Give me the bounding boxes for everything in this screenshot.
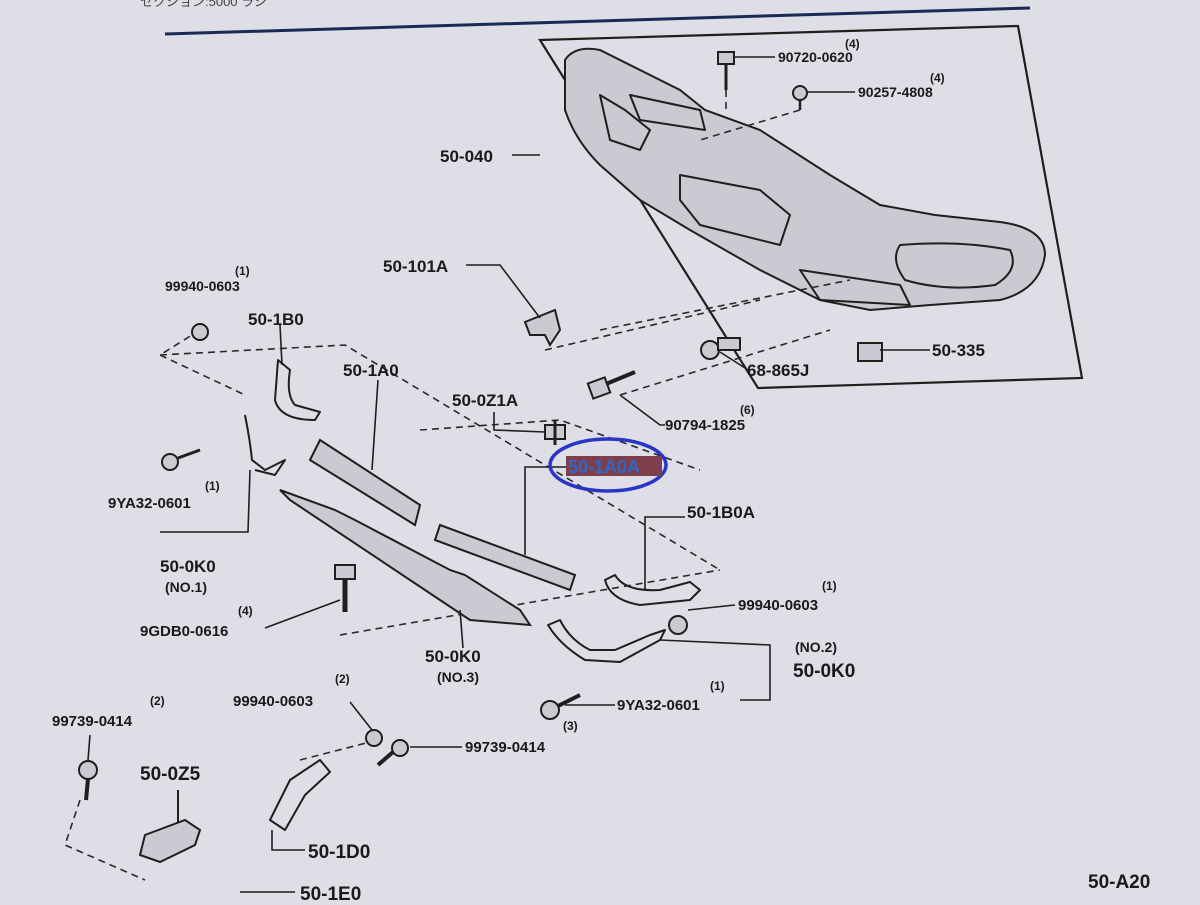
label-50-0z5: 50-0Z5 (140, 764, 201, 785)
qty-99940-bottom: (2) (335, 672, 350, 686)
sub-no3: (NO.3) (437, 669, 479, 685)
label-50-1e0: 50-1E0 (300, 884, 361, 900)
label-50-0k0-no2: 50-0K0 (793, 661, 855, 682)
guide-line-upper (159, 344, 721, 571)
label-50-0k0-no3: 50-0K0 (425, 647, 481, 666)
strap-500k0-no1-part (244, 414, 286, 476)
qty-9gdb0: (4) (238, 604, 253, 618)
absorber-501a0a-part (433, 523, 577, 592)
label-99940-0603-right: 99940-0603 (738, 597, 818, 614)
label-50-1b0a: 50-1B0A (687, 503, 755, 522)
clip-68865j (700, 337, 741, 360)
bolt-90720 (717, 51, 735, 90)
label-50-1d0: 50-1D0 (308, 842, 370, 863)
label-90257-4808: 90257-4808 (858, 84, 933, 100)
label-50-335: 50-335 (932, 341, 985, 360)
qty-90257: (4) (930, 71, 945, 85)
qty-99739-mid: (3) (563, 719, 578, 733)
bolt-9ya32-right (540, 693, 581, 720)
clip-99940-right (668, 615, 688, 635)
label-50-1b0: 50-1B0 (248, 310, 304, 329)
label-9ya32-0601-left: 9YA32-0601 (108, 495, 191, 512)
page-code: 50-A20 (1088, 872, 1150, 893)
label-9gdb0-0616: 9GDB0-0616 (140, 623, 228, 640)
guide-line-lower (339, 569, 721, 636)
bolt-9gdb0 (334, 564, 356, 612)
label-50-040: 50-040 (440, 147, 493, 166)
label-50-1a0a: 50-1A0A (568, 457, 640, 477)
guide-line-left (159, 354, 246, 396)
bracket-501b0-part (274, 359, 321, 421)
label-50-101a: 50-101A (383, 257, 448, 276)
label-99940-0603-bottom: 99940-0603 (233, 693, 313, 710)
qty-90720: (4) (845, 37, 860, 51)
leader-lines (87, 56, 930, 893)
label-99739-0414-mid: 99739-0414 (465, 739, 546, 756)
absorber-501a0-part (308, 438, 422, 527)
label-9ya32-0601-right: 9YA32-0601 (617, 697, 700, 714)
highlighted-callout[interactable]: 50-1A0A (548, 437, 668, 493)
screw-99739-mid (376, 739, 409, 767)
nut-50335 (857, 342, 883, 362)
bracket-501b0a-part (604, 574, 701, 606)
guide-line-bumper-c (619, 329, 831, 396)
screw-99739-left (78, 760, 98, 801)
qty-9ya32-right: (1) (710, 679, 725, 693)
sensor-500z5-part (138, 790, 202, 864)
highlight-fill (566, 456, 662, 476)
label-90794-1825: 90794-1825 (665, 417, 745, 434)
guide-line-clip (159, 329, 201, 356)
bolt-90794 (586, 370, 636, 400)
qty-90794: (6) (740, 403, 755, 417)
label-50-0k0-no1: 50-0K0 (160, 557, 216, 576)
highlight-ring (548, 437, 668, 493)
label-99739-0414-left: 99739-0414 (52, 713, 133, 730)
reinforcement-500k0-no3-part (279, 489, 532, 627)
clip-500z1a (544, 420, 566, 445)
header-rule (164, 6, 1031, 36)
bracket-501d0-part (269, 759, 331, 831)
label-99940-0603-top: 99940-0603 (165, 278, 240, 294)
qty-9ya32-left: (1) (205, 479, 220, 493)
clip-99940-bottom (365, 729, 383, 747)
guide-line-bottom-left (64, 799, 146, 881)
label-90720-0620: 90720-0620 (778, 49, 853, 65)
page-header: セクション:5000 ラシ (140, 0, 267, 9)
sub-no2: (NO.2) (795, 639, 837, 655)
guide-line-bumper-a (599, 279, 851, 331)
bumper-cover-part (564, 47, 1047, 312)
qty-99940-top: (1) (235, 264, 250, 278)
sub-no1: (NO.1) (165, 579, 207, 595)
label-50-1a0: 50-1A0 (343, 361, 399, 380)
callout-labels: (4) 90720-0620 (4) 90257-4808 50-040 50-… (52, 37, 1150, 905)
bolt-9ya32-left (161, 448, 201, 471)
label-50-0z1a: 50-0Z1A (452, 391, 518, 410)
label-68-865j: 68-865J (747, 361, 809, 380)
bumper-inset-frame (538, 24, 1084, 390)
qty-99940-right: (1) (822, 579, 837, 593)
guide-line-bumper-b (544, 299, 761, 351)
clip-90257 (792, 85, 808, 110)
qty-99739-left: (2) (150, 694, 165, 708)
strap-500k0-no2-part (547, 619, 666, 663)
clip-99940-top (191, 323, 209, 341)
guide-line-bottom-mid (299, 741, 371, 761)
bracket-50101a-part (523, 308, 562, 347)
